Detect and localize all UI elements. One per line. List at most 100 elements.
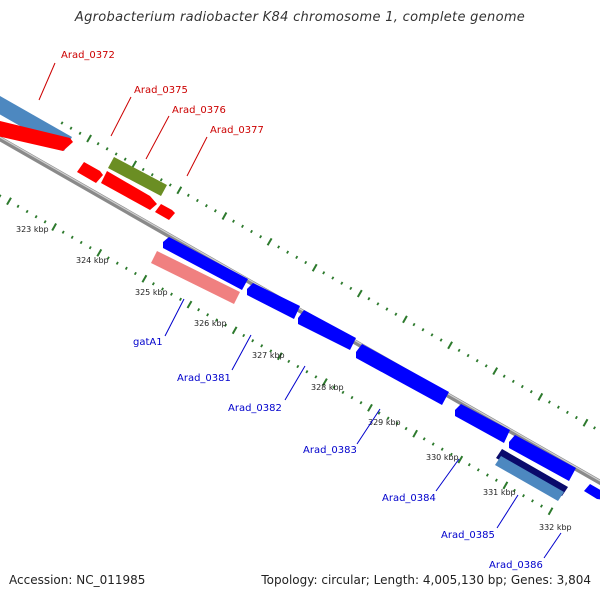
label-arad-0376[interactable]: Arad_0376 (172, 105, 226, 116)
outer-row-minor-tick (439, 338, 443, 342)
inner-row-minor-tick (197, 308, 201, 312)
inner-row-major-tick (141, 274, 148, 283)
outer-row-minor-tick (593, 426, 596, 430)
gene-arad-0377-feature[interactable] (155, 204, 175, 220)
outer-row-minor-tick (232, 219, 235, 223)
tick-label-331: 331 kbp (483, 488, 516, 497)
callout-arad-0386 (543, 532, 562, 559)
callout-arad-0385 (496, 494, 519, 529)
outer-row-minor-tick (286, 250, 290, 254)
map-title: Agrobacterium radiobacter K84 chromosome… (74, 10, 526, 25)
label-arad-0372[interactable]: Arad_0372 (61, 50, 115, 61)
outer-row-major-tick (356, 289, 363, 298)
outer-row-minor-tick (520, 384, 524, 389)
label-arad-0377[interactable]: Arad_0377 (210, 125, 264, 136)
forward-gene-labels: Arad_0372 Arad_0375 Arad_0376 Arad_0377 (61, 50, 264, 136)
inner-row-minor-tick (16, 204, 20, 209)
inner-row-minor-tick (79, 240, 83, 245)
outer-row-minor-tick (60, 121, 64, 125)
inner-row-minor-tick (224, 323, 228, 327)
label-arad-0386[interactable]: Arad_0386 (489, 560, 543, 571)
inner-row-minor-tick (251, 339, 255, 343)
tick-label-328: 328 kbp (311, 383, 344, 392)
inner-row-minor-tick (431, 442, 435, 446)
gene-red-forward-feature[interactable] (0, 121, 73, 151)
outer-row-major-tick (582, 418, 589, 427)
gene-arad-0382-feature[interactable] (298, 310, 356, 350)
label-arad-0375[interactable]: Arad_0375 (134, 85, 188, 96)
genome-backbone-highlight (0, 136, 600, 482)
outer-row-major-tick (176, 186, 183, 195)
outer-row-minor-tick (277, 245, 281, 249)
inner-row-major-tick (322, 378, 328, 387)
gene-blue-1-feature[interactable] (163, 237, 248, 290)
outer-row-minor-tick (96, 142, 100, 146)
gene-features (0, 96, 600, 501)
gene-arad-0375-feature[interactable] (108, 157, 167, 196)
inner-row-major-tick (412, 429, 418, 438)
outer-row-minor-tick (367, 297, 371, 301)
outer-row-major-tick (131, 160, 138, 169)
inner-row-major-tick (96, 248, 103, 257)
gene-arad-0381-feature[interactable] (247, 283, 300, 319)
label-arad-0384[interactable]: Arad_0384 (382, 493, 436, 504)
outer-tick-row (60, 121, 596, 430)
gene-arad-0376-feature[interactable] (101, 171, 157, 210)
gene-arad-0384-a-feature[interactable] (455, 404, 510, 443)
label-arad-0382[interactable]: Arad_0382 (228, 403, 282, 414)
outer-row-minor-tick (213, 209, 217, 213)
outer-row-minor-tick (565, 410, 569, 415)
inner-row-minor-tick (296, 364, 300, 369)
outer-row-minor-tick (385, 307, 389, 311)
outer-row-minor-tick (159, 178, 163, 182)
inner-row-minor-tick (449, 452, 453, 457)
gene-arad-0384-b-feature[interactable] (509, 435, 576, 481)
tick-label-325: 325 kbp (135, 288, 168, 297)
tick-label-323: 323 kbp (16, 225, 49, 234)
label-gatA1[interactable]: gatA1 (133, 337, 163, 348)
outer-row-minor-tick (259, 235, 263, 239)
gene-edge-blue-feature[interactable] (584, 484, 600, 500)
outer-row-minor-tick (421, 328, 425, 332)
gene-red-small-1-feature[interactable] (77, 162, 103, 183)
outer-row-minor-tick (511, 379, 515, 384)
inner-row-minor-tick (260, 344, 264, 348)
inner-row-minor-tick (386, 416, 390, 420)
inner-row-major-tick (457, 455, 464, 464)
inner-row-minor-tick (395, 421, 399, 426)
inner-row-major-tick (6, 197, 12, 206)
outer-row-minor-tick (484, 364, 488, 368)
outer-row-minor-tick (241, 224, 244, 229)
label-arad-0381[interactable]: Arad_0381 (177, 373, 231, 384)
inner-row-minor-tick (215, 318, 219, 322)
reverse-gene-labels: gatA1 Arad_0381 Arad_0382 Arad_0383 Arad… (133, 337, 543, 571)
inner-row-minor-tick (0, 194, 2, 198)
genome-backbone (0, 135, 600, 486)
outer-row-minor-tick (529, 390, 533, 394)
callout-arad-0377 (186, 136, 208, 177)
gene-gatA1-feature[interactable] (151, 251, 240, 304)
outer-row-major-tick (266, 237, 273, 246)
callout-arad-0384 (435, 458, 460, 492)
gene-arad-0383-feature[interactable] (356, 344, 449, 405)
kbp-tick-labels: 323 kbp 324 kbp 325 kbp 326 kbp 327 kbp … (16, 225, 572, 532)
inner-row-minor-tick (88, 246, 92, 250)
outer-row-minor-tick (574, 415, 578, 420)
label-arad-0385[interactable]: Arad_0385 (441, 530, 495, 541)
inner-row-minor-tick (422, 437, 426, 441)
label-arad-0383[interactable]: Arad_0383 (303, 445, 357, 456)
outer-row-minor-tick (502, 374, 506, 378)
outer-row-major-tick (402, 315, 408, 324)
callout-arad-0375 (110, 96, 132, 137)
gene-arad-0386-feature[interactable] (495, 456, 564, 501)
genome-summary-text: Topology: circular; Length: 4,005,130 bp… (261, 573, 591, 587)
inner-row-major-tick (51, 223, 57, 231)
inner-row-minor-tick (124, 266, 128, 271)
outer-row-major-tick (537, 392, 544, 401)
inner-row-minor-tick (305, 370, 309, 374)
outer-row-minor-tick (168, 183, 172, 187)
inner-row-major-tick (186, 300, 193, 309)
outer-row-minor-tick (466, 353, 470, 358)
inner-row-minor-tick (34, 215, 38, 219)
inner-row-minor-tick (467, 463, 471, 467)
